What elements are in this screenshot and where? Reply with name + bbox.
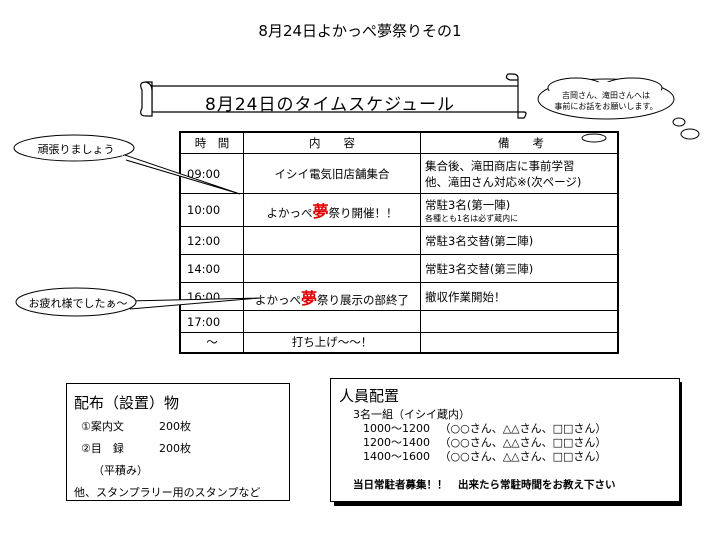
- distribution-item1-label: ①案内文: [81, 420, 124, 433]
- row-content: [243, 254, 421, 283]
- distribution-item2-label: ②目 録: [81, 442, 124, 455]
- schedule-heading: 8月24日のタイムスケジュール: [205, 95, 455, 115]
- row-note-line2: 各種とも1名は必ず蔵内に: [425, 213, 519, 223]
- distribution-other: 他、スタンプラリー用のスタンプなど: [74, 486, 261, 499]
- table-row: 10:00 よかっぺ夢祭り開催！！ 常駐3名(第一陣) 各種とも1名は必ず蔵内に: [179, 193, 619, 227]
- distribution-item2-qty: 200枚: [159, 442, 191, 455]
- staff-slot-2: 1200～1400 （○○さん、△△さん、□□さん）: [363, 434, 606, 450]
- distribution-title: 配布（設置）物: [74, 394, 180, 412]
- table-header-row: 時 間 内 容 備 考: [179, 131, 619, 154]
- staff-title: 人員配置: [339, 387, 400, 405]
- row-content-pre: よかっぺ: [266, 206, 313, 220]
- staff-group: 3名一組（イシイ蔵内）: [353, 408, 470, 421]
- row-content: 打ち上げ～～！: [243, 332, 421, 353]
- cloud-note-line2: 事前にお話をお願いします。: [554, 102, 658, 111]
- table-row: 14:00 常駐3名交替(第三陣): [179, 254, 619, 283]
- row-time: 14:00: [179, 254, 244, 283]
- staff-slot-names: （○○さん、△△さん、□□さん）: [439, 422, 607, 435]
- row-note: 集合後、滝田商店に事前学習 他、滝田さん対応※(次ページ): [420, 153, 619, 194]
- row-time: 12:00: [179, 226, 244, 255]
- row-time: ～: [179, 332, 244, 353]
- staff-recruit: 当日常駐者募集！！ 出来たら常駐時間をお教え下さい: [353, 479, 616, 491]
- row-content: イシイ電気旧店舗集合: [243, 153, 421, 194]
- row-note: 撤収作業開始！: [420, 282, 619, 311]
- staff-slot-time: 1000～1200: [363, 422, 430, 435]
- row-note: 常駐3名交替(第三陣): [420, 254, 619, 283]
- distribution-item1-qty: 200枚: [159, 420, 191, 433]
- staff-slot-3: 1400～1600 （○○さん、△△さん、□□さん）: [363, 448, 606, 464]
- staff-slot-names: （○○さん、△△さん、□□さん）: [439, 436, 607, 449]
- staff-box: 人員配置 3名一組（イシイ蔵内） 1000～1200 （○○さん、△△さん、□□…: [330, 378, 680, 502]
- bubble-otsukare-text: お疲れ様でしたぁ～: [28, 297, 128, 310]
- row-content-pre: よかっぺ: [254, 292, 301, 307]
- row-content-yume: 夢: [300, 288, 317, 308]
- staff-slot-names: （○○さん、△△さん、□□さん）: [439, 450, 607, 463]
- row-content-post: 祭り開催！！: [328, 206, 398, 220]
- scroll-banner: [140, 73, 527, 119]
- staff-slot-time: 1200～1400: [363, 436, 430, 449]
- distribution-box: 配布（設置）物 ①案内文 200枚 ②目 録 200枚 （平積み） 他、スタンプ…: [66, 383, 290, 501]
- bubble-ganbari-text: 頑張りましょう: [37, 143, 115, 156]
- bubble-ganbari: [13, 134, 241, 195]
- row-note: 常駐3名交替(第二陣): [420, 226, 619, 255]
- row-note-line1: 集合後、滝田商店に事前学習: [425, 158, 575, 173]
- cloud-note: 吉岡さん、滝田さんへは 事前にお話をお願いします。: [546, 90, 666, 112]
- table-row: 09:00 イシイ電気旧店舗集合 集合後、滝田商店に事前学習 他、滝田さん対応※…: [179, 153, 619, 194]
- row-content: [243, 310, 421, 333]
- cloud-note-line1: 吉岡さん、滝田さんへは: [562, 91, 650, 100]
- table-row: ～ 打ち上げ～～！: [179, 332, 619, 353]
- row-content: よかっぺ夢祭り開催！！: [243, 193, 421, 227]
- staff-slot-1: 1000～1200 （○○さん、△△さん、□□さん）: [363, 420, 606, 436]
- row-note-line2: 他、滝田さん対応※(次ページ): [425, 174, 582, 189]
- row-content-post: 祭り展示の部終了: [317, 292, 409, 307]
- distribution-item2-sub: （平積み）: [93, 464, 148, 477]
- row-time: 10:00: [179, 193, 244, 227]
- table-row: 16:00 よかっぺ夢祭り展示の部終了 撤収作業開始！: [179, 282, 619, 311]
- row-note-line1: 常駐3名(第一陣): [425, 197, 511, 212]
- bubble-otsukare: [15, 287, 261, 317]
- row-note: [420, 332, 619, 353]
- page-title: 8月24日よかっぺ夢祭りその1: [258, 22, 462, 40]
- staff-slot-time: 1400～1600: [363, 450, 430, 463]
- table-row: 12:00 常駐3名交替(第二陣): [179, 226, 619, 255]
- header-notes: 備 考: [420, 131, 619, 154]
- row-content: よかっぺ夢祭り展示の部終了: [243, 282, 421, 311]
- row-note: [420, 310, 619, 333]
- header-content: 内 容: [243, 131, 421, 154]
- cloud-callout: [537, 77, 700, 143]
- schedule-table: 時 間 内 容 備 考 09:00 イシイ電気旧店舗集合 集合後、滝田商店に事前…: [179, 131, 619, 354]
- row-note: 常駐3名(第一陣) 各種とも1名は必ず蔵内に: [420, 193, 619, 227]
- row-content-yume: 夢: [312, 202, 329, 221]
- row-content: [243, 226, 421, 255]
